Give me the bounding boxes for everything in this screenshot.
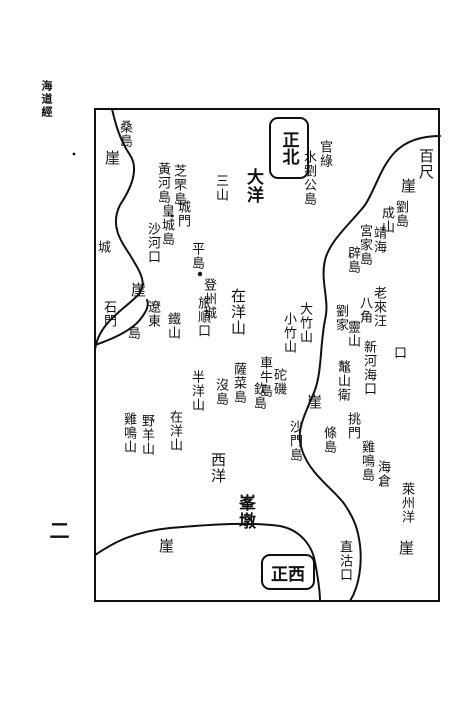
- place-label: 崖: [305, 394, 323, 410]
- place-label: 鐵山: [165, 312, 180, 340]
- place-label: 口: [391, 346, 406, 360]
- place-label: 西洋: [209, 452, 227, 484]
- place-label: 劉家: [333, 304, 348, 332]
- place-label: 成山: [379, 206, 394, 234]
- place-label: 沙河口: [145, 222, 160, 264]
- coastline-southwest: [94, 522, 321, 602]
- place-label: 石門: [101, 300, 116, 328]
- place-label: 崖: [397, 540, 415, 556]
- place-label: 在洋山: [229, 288, 247, 336]
- place-label: 靖海: [371, 226, 386, 254]
- place-label: 辟島: [345, 246, 360, 274]
- island-dot: [170, 214, 174, 218]
- place-label: 大洋: [243, 168, 263, 204]
- compass-north: 正北: [269, 117, 309, 179]
- place-label: 平島: [189, 242, 204, 270]
- place-label: 島: [125, 326, 140, 340]
- place-label: 沙門島: [287, 420, 302, 462]
- place-label: 鼇山衛: [335, 360, 350, 402]
- place-label: 欽島: [251, 382, 266, 410]
- place-label: 三山: [213, 174, 228, 202]
- place-label: 沒島: [213, 378, 228, 406]
- place-label: 半洋山: [189, 370, 204, 412]
- place-label: 在洋山: [167, 410, 182, 452]
- place-label: 崖: [103, 150, 121, 166]
- place-label: 海倉: [375, 460, 390, 488]
- place-label: 砣磯: [271, 368, 286, 396]
- place-label: 大竹山: [297, 302, 312, 344]
- place-label: 萊州洋: [399, 482, 414, 524]
- place-label: 八角: [357, 296, 372, 324]
- place-label: 老來汪: [371, 286, 386, 328]
- inner-coast-west: [94, 299, 149, 346]
- place-label: 車牛島: [257, 356, 272, 398]
- place-label: 旅順口: [195, 296, 210, 338]
- place-label: 崖: [157, 538, 175, 554]
- place-label: 黃河島: [155, 162, 170, 204]
- place-label: 劉島: [393, 200, 408, 228]
- place-label: 野羊山: [139, 414, 154, 456]
- place-label: 登州城: [201, 278, 216, 320]
- place-label: 崖: [129, 282, 147, 298]
- place-label: 挑門: [345, 412, 360, 440]
- place-label: 雞鳴島: [359, 440, 374, 482]
- place-label: 水劉公島: [301, 150, 316, 206]
- place-label: 薩菜島: [231, 362, 246, 404]
- place-label: 城: [95, 240, 110, 254]
- place-label: 城門: [175, 200, 190, 228]
- coastline-northwest: [94, 108, 144, 351]
- place-label: 直沽口: [337, 540, 352, 582]
- island-dot: [197, 271, 203, 277]
- place-label: 小竹山: [281, 312, 296, 354]
- island-dot: [72, 152, 76, 156]
- map-frame: [94, 108, 440, 602]
- margin-title: 海道經: [40, 80, 53, 119]
- place-label: 芝罘島: [171, 164, 186, 206]
- place-label: 崖: [399, 178, 417, 194]
- place-label: 條島: [321, 426, 336, 454]
- place-label: 靈山: [345, 320, 360, 348]
- coastline-east: [298, 135, 441, 602]
- place-label: 雞鳴山: [121, 412, 136, 454]
- place-label: 皇城島: [159, 204, 174, 246]
- leaf-number: 二: [46, 520, 70, 540]
- place-label: 遼東: [145, 300, 160, 328]
- island-marks: [72, 152, 203, 277]
- place-label: 桑島: [117, 120, 132, 148]
- place-label: 宮家島: [357, 224, 372, 266]
- place-label: 峯墩: [235, 494, 255, 530]
- place-label: 百尺: [417, 148, 435, 180]
- compass-south: 正西: [261, 554, 315, 590]
- place-label: 新河海口: [361, 340, 376, 396]
- place-label: 官綠: [317, 140, 332, 168]
